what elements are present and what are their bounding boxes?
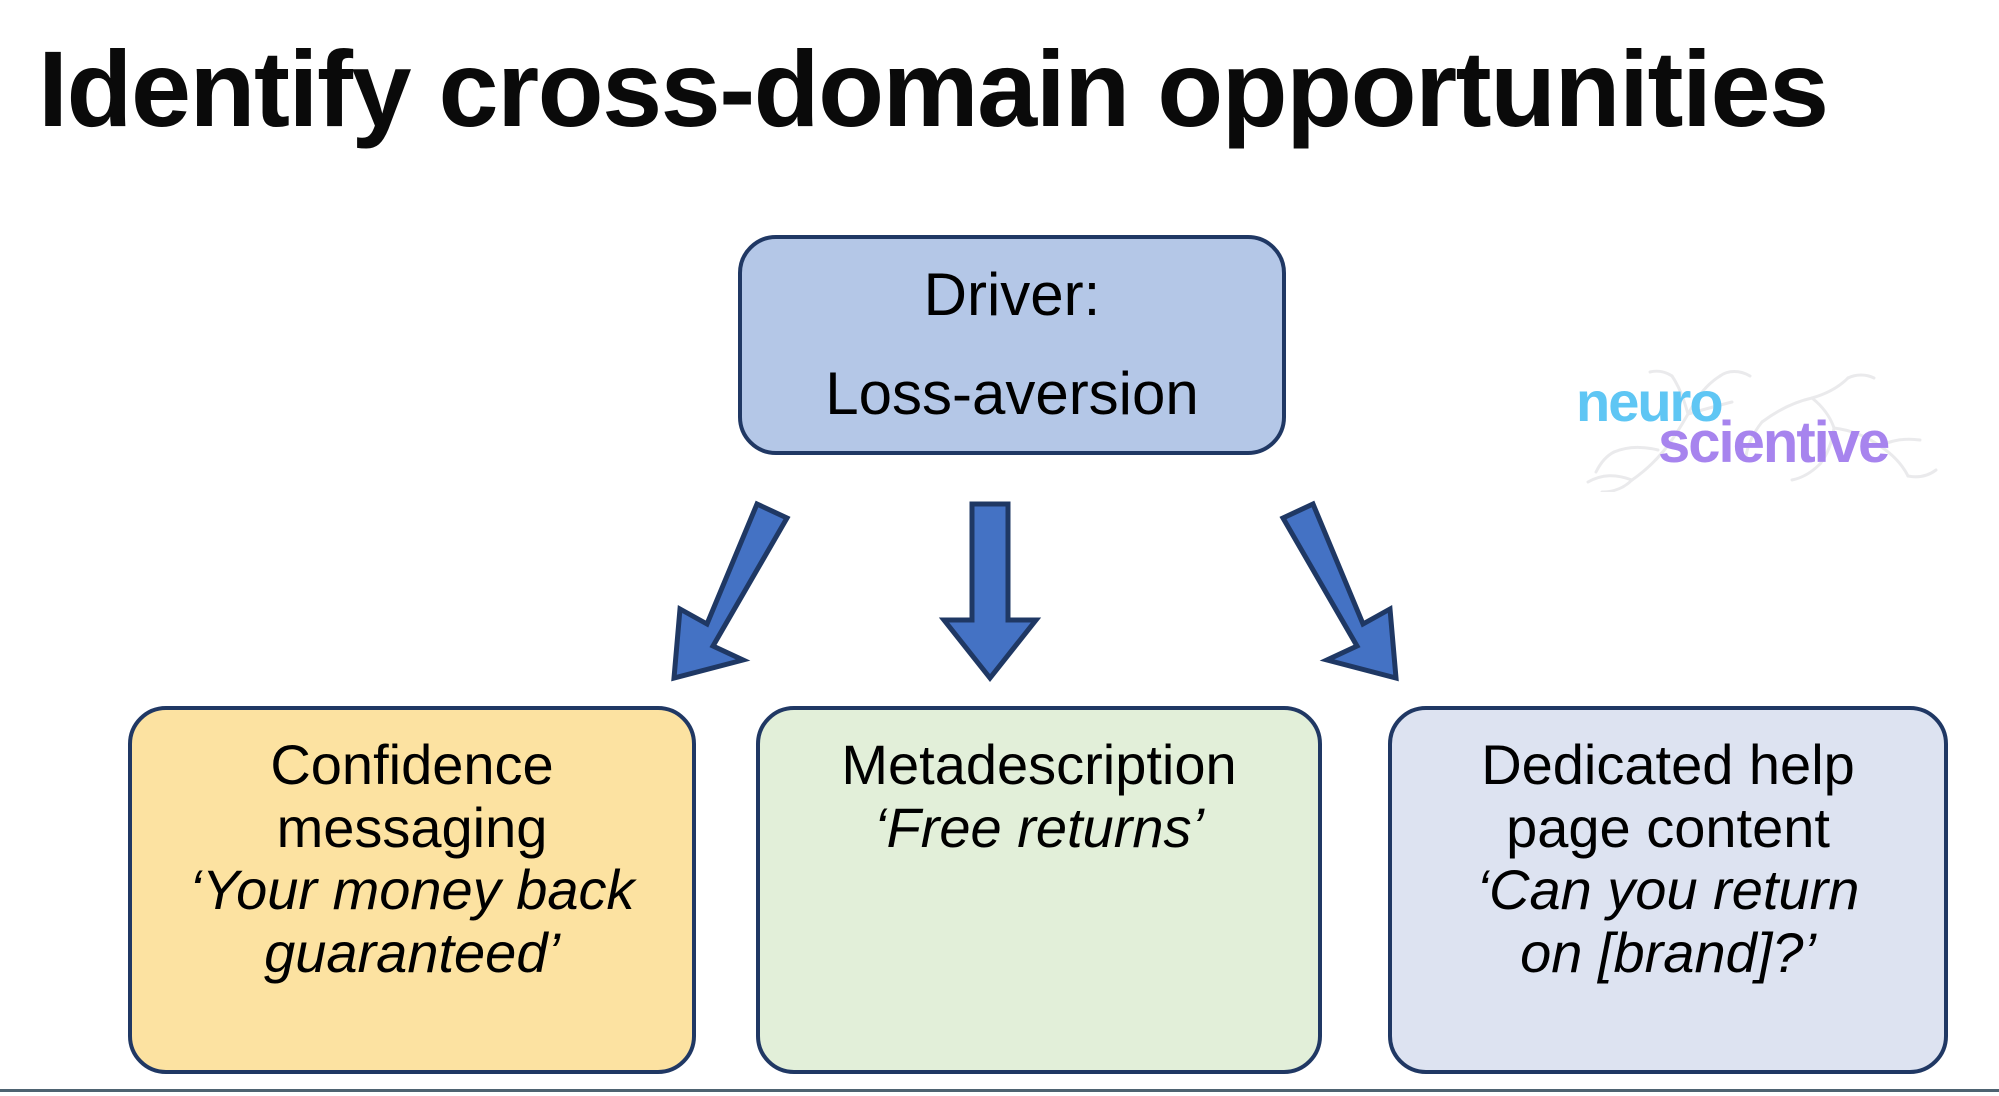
metadescription-heading-line-1: Metadescription bbox=[841, 733, 1237, 796]
help-page-quote-line-2: on [brand]?’ bbox=[1520, 921, 1816, 985]
confidence-heading-line-1: Confidence bbox=[270, 733, 554, 796]
confidence-quote-line-1: ‘Your money back bbox=[189, 858, 635, 922]
brand-logo: neuro scientive bbox=[1562, 362, 1952, 492]
help-page-quote-line-1: ‘Can you return bbox=[1476, 858, 1860, 922]
logo-word-scientive: scientive bbox=[1658, 410, 1890, 475]
bottom-divider bbox=[0, 1089, 1999, 1092]
output-node-help-page-content: Dedicated help page content ‘Can you ret… bbox=[1388, 706, 1948, 1074]
confidence-heading-line-2: messaging bbox=[276, 795, 548, 859]
confidence-quote-line-2: guaranteed’ bbox=[264, 921, 560, 985]
help-page-heading-line-2: page content bbox=[1506, 795, 1830, 859]
output-node-metadescription: Metadescription ‘Free returns’ bbox=[756, 706, 1322, 1074]
logo-word-neuro: neuro bbox=[1576, 370, 1724, 433]
neuron-dendrite-icon bbox=[1586, 369, 1938, 492]
arrow-to-confidence-messaging bbox=[640, 496, 860, 686]
driver-label-line-1: Driver: bbox=[923, 261, 1101, 329]
driver-node: Driver: Loss-aversion bbox=[738, 235, 1286, 455]
help-page-heading-line-1: Dedicated help bbox=[1481, 733, 1855, 796]
output-node-confidence-messaging: Confidence messaging ‘Your money back gu… bbox=[128, 706, 696, 1074]
metadescription-quote-line-1: ‘Free returns’ bbox=[874, 795, 1204, 859]
page-title: Identify cross-domain opportunities bbox=[38, 28, 1829, 149]
arrow-to-metadescription bbox=[930, 496, 1050, 686]
arrow-to-help-page bbox=[1210, 496, 1430, 686]
driver-label-line-2: Loss-aversion bbox=[825, 360, 1199, 427]
